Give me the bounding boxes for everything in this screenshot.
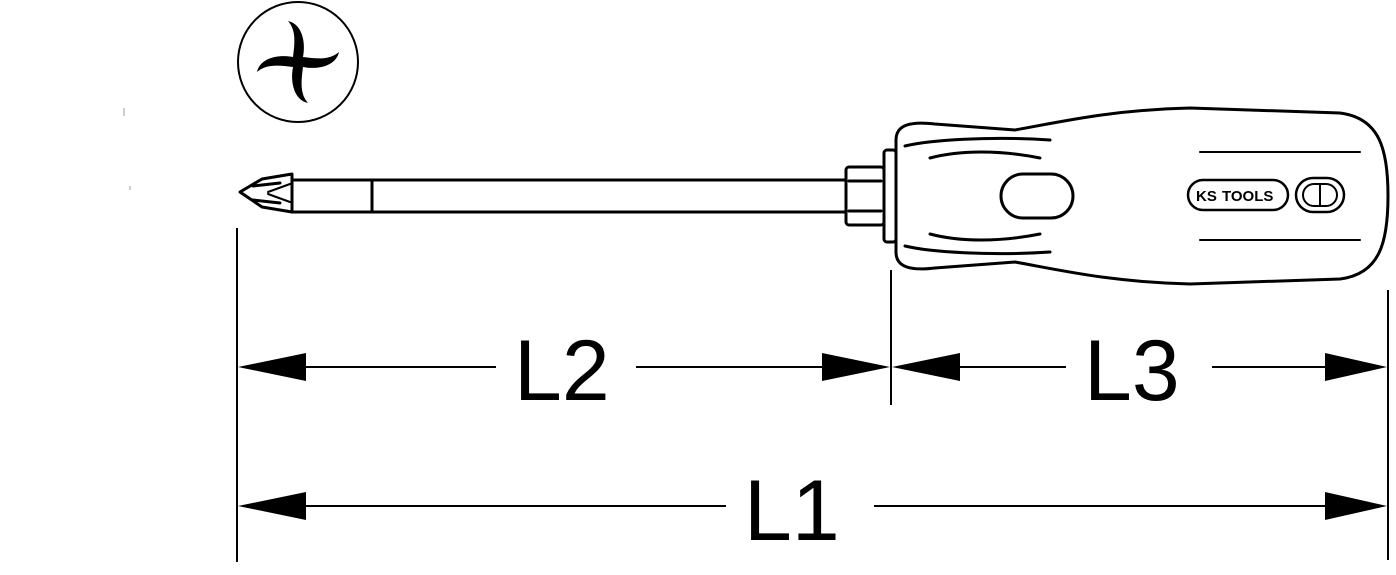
brand-logo-ks: KS [1196,188,1217,205]
label-l2: L2 [514,323,610,419]
brand-badge [1186,176,1346,214]
dimension-l1 [238,492,1387,520]
label-l1: L1 [744,463,840,559]
dimension-l3 [892,353,1387,381]
phillips-cross-icon [237,1,359,123]
label-l3: L3 [1084,323,1180,419]
screwdriver [238,106,1390,286]
extension-lines [236,228,1389,562]
brand-logo-tools: TOOLS [1222,188,1273,205]
dimension-l2 [238,353,890,381]
phillips-tip [238,172,294,214]
scan-specks [123,108,131,190]
shaft [290,178,848,214]
handle [894,106,1390,286]
ferrule [844,148,898,244]
